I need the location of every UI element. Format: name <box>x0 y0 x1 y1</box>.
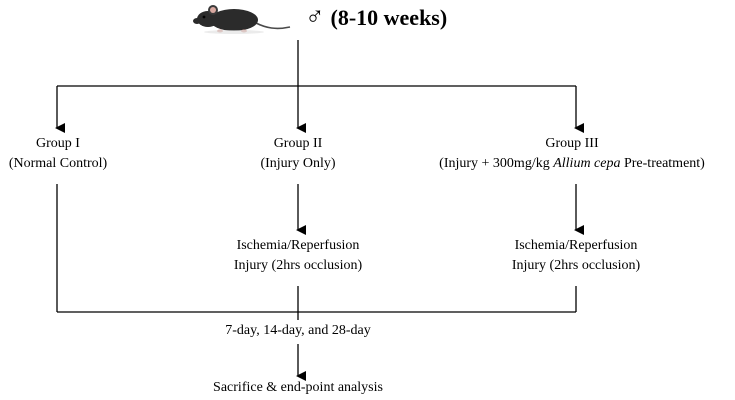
timepoints-label: 7-day, 14-day, and 28-day <box>225 323 371 338</box>
header-title: ♂(8-10 weeks) <box>305 0 447 34</box>
mouse-icon <box>193 5 291 34</box>
final-step-label: Sacrifice & end-point analysis <box>213 380 383 395</box>
group-3-label: Group III (Injury + 300mg/kg Allium cepa… <box>410 134 734 174</box>
injury-step-3-line-2: Injury (2hrs occlusion) <box>511 258 641 273</box>
group-2-label: Group II (Injury Only) <box>238 134 358 174</box>
group-3-name: Group III <box>545 136 599 151</box>
group-3-description-post: Pre-treatment) <box>620 156 705 171</box>
injury-step-2-line-2: Injury (2hrs occlusion) <box>233 258 363 273</box>
group-1-description: (Normal Control) <box>8 156 108 171</box>
group-3-description-italic: Allium cepa <box>553 156 621 171</box>
injury-step-2-line-1: Ischemia/Reperfusion <box>236 238 360 253</box>
group-2-description: (Injury Only) <box>260 156 336 171</box>
male-symbol: ♂ <box>305 2 325 31</box>
group-3-description-pre: (Injury + 300mg/kg <box>439 156 554 171</box>
mouse-image <box>186 0 292 34</box>
injury-step-3-line-1: Ischemia/Reperfusion <box>514 238 638 253</box>
group-1-name: Group I <box>36 136 80 151</box>
injury-step-3: Ischemia/Reperfusion Injury (2hrs occlus… <box>502 236 650 276</box>
group-2-name: Group II <box>273 136 323 151</box>
group-1-label: Group I (Normal Control) <box>0 134 116 174</box>
group-3-description: (Injury + 300mg/kg Allium cepa Pre-treat… <box>410 154 734 174</box>
age-range: (8-10 weeks) <box>330 5 448 30</box>
injury-step-2: Ischemia/Reperfusion Injury (2hrs occlus… <box>224 236 372 276</box>
